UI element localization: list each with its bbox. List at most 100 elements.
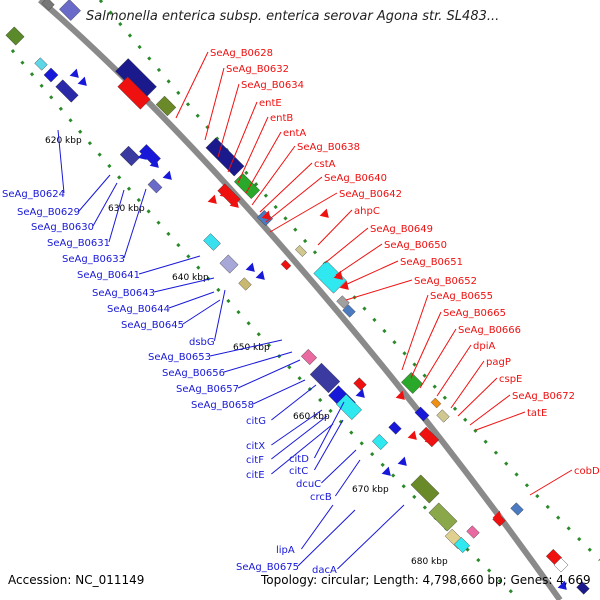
- gene-feature[interactable]: [117, 76, 151, 110]
- gene-arrow[interactable]: [207, 194, 221, 208]
- gene-label[interactable]: SeAg_B0640: [324, 173, 387, 184]
- gene-label[interactable]: citX: [246, 441, 265, 452]
- gene-label[interactable]: SeAg_B0630: [31, 222, 94, 233]
- gene-feature[interactable]: [300, 348, 318, 366]
- gene-label[interactable]: cstA: [314, 159, 336, 170]
- gene-arrow[interactable]: [229, 198, 243, 212]
- gene-feature[interactable]: [353, 377, 367, 391]
- gene-label[interactable]: cobD: [574, 466, 600, 477]
- gene-feature[interactable]: [280, 259, 292, 271]
- gene-arrow[interactable]: [319, 208, 333, 222]
- gene-feature[interactable]: [5, 26, 25, 46]
- gene-label[interactable]: SeAg_B0645: [121, 320, 184, 331]
- gene-feature[interactable]: [414, 406, 430, 422]
- gene-label[interactable]: SeAg_B0653: [148, 352, 211, 363]
- gene-feature[interactable]: [203, 233, 221, 251]
- gene-label[interactable]: SeAg_B0657: [176, 384, 239, 395]
- gene-arrow[interactable]: [162, 170, 176, 184]
- gene-arrow[interactable]: [69, 68, 83, 82]
- gene-arrow[interactable]: [261, 210, 275, 224]
- gene-feature[interactable]: [155, 95, 177, 117]
- gene-label[interactable]: SeAg_B0675: [236, 562, 299, 573]
- gene-feature[interactable]: [371, 433, 389, 451]
- gene-feature[interactable]: [238, 277, 252, 291]
- gene-label[interactable]: entB: [270, 113, 293, 124]
- gene-label[interactable]: dsbG: [189, 337, 215, 348]
- gene-label[interactable]: SeAg_B0651: [400, 257, 463, 268]
- gene-label[interactable]: SeAg_B0632: [226, 64, 289, 75]
- gene-feature[interactable]: [466, 525, 480, 539]
- gene-arrow[interactable]: [255, 270, 269, 284]
- gene-label[interactable]: SeAg_B0629: [17, 207, 80, 218]
- gene-label[interactable]: citF: [246, 455, 264, 466]
- gene-feature[interactable]: [436, 409, 450, 423]
- gene-label[interactable]: citC: [289, 466, 308, 477]
- gene-feature[interactable]: [34, 57, 48, 71]
- gene-feature[interactable]: [342, 304, 356, 318]
- gene-feature[interactable]: [336, 295, 350, 309]
- gene-feature[interactable]: [401, 372, 423, 394]
- gene-label[interactable]: SeAg_B0655: [430, 291, 493, 302]
- gene-label[interactable]: SeAg_B0624: [2, 189, 65, 200]
- gene-label[interactable]: SeAg_B0649: [370, 224, 433, 235]
- gene-label[interactable]: SeAg_B0652: [414, 276, 477, 287]
- gene-label[interactable]: lipA: [276, 545, 295, 556]
- gene-feature[interactable]: [55, 79, 79, 103]
- gene-feature[interactable]: [553, 557, 569, 573]
- gene-feature[interactable]: [219, 254, 239, 274]
- gene-label[interactable]: tatE: [527, 408, 547, 419]
- gene-feature[interactable]: [313, 260, 347, 294]
- gene-label[interactable]: citE: [246, 470, 265, 481]
- gene-arrow[interactable]: [397, 456, 411, 470]
- gene-label[interactable]: SeAg_B0634: [241, 80, 304, 91]
- gene-feature[interactable]: [388, 421, 402, 435]
- gene-label[interactable]: SeAg_B0658: [191, 400, 254, 411]
- gene-arrow[interactable]: [407, 430, 421, 444]
- gene-label[interactable]: dpiA: [473, 341, 495, 352]
- gene-feature[interactable]: [576, 581, 590, 595]
- gene-feature[interactable]: [119, 145, 141, 167]
- gene-label[interactable]: SeAg_B0643: [92, 288, 155, 299]
- gene-feature[interactable]: [59, 0, 81, 21]
- gene-feature[interactable]: [233, 172, 261, 200]
- gene-label[interactable]: entA: [283, 128, 306, 139]
- gene-feature[interactable]: [430, 397, 442, 409]
- gene-label[interactable]: SeAg_B0641: [77, 270, 140, 281]
- gene-arrow[interactable]: [557, 580, 571, 594]
- gene-arrow[interactable]: [395, 390, 409, 404]
- gene-label[interactable]: SeAg_B0650: [384, 240, 447, 251]
- gene-feature[interactable]: [428, 502, 458, 532]
- gene-arrow[interactable]: [219, 188, 233, 202]
- gene-feature[interactable]: [410, 474, 440, 504]
- gene-arrow[interactable]: [339, 280, 353, 294]
- gene-label[interactable]: citD: [289, 454, 309, 465]
- gene-label[interactable]: SeAg_B0628: [210, 48, 273, 59]
- gene-arrow[interactable]: [355, 388, 369, 402]
- gene-feature[interactable]: [205, 137, 245, 177]
- gene-label[interactable]: entE: [259, 98, 282, 109]
- gene-label[interactable]: SeAg_B0665: [443, 308, 506, 319]
- gene-feature[interactable]: [43, 67, 59, 83]
- gene-feature[interactable]: [453, 536, 471, 554]
- gene-feature[interactable]: [295, 245, 307, 257]
- gene-feature[interactable]: [510, 502, 524, 516]
- gene-label[interactable]: pagP: [486, 357, 511, 368]
- gene-label[interactable]: citG: [246, 416, 266, 427]
- gene-arrow[interactable]: [381, 466, 395, 480]
- gene-label[interactable]: SeAg_B0656: [162, 368, 225, 379]
- gene-label[interactable]: cspE: [499, 374, 522, 385]
- gene-label[interactable]: dcuC: [296, 479, 321, 490]
- gene-arrow[interactable]: [333, 270, 347, 284]
- gene-arrow[interactable]: [245, 262, 259, 276]
- gene-feature[interactable]: [41, 0, 55, 11]
- gene-label[interactable]: crcB: [310, 492, 332, 503]
- gene-label[interactable]: SeAg_B0631: [47, 238, 110, 249]
- gene-arrow[interactable]: [149, 158, 163, 172]
- gene-label[interactable]: SeAg_B0642: [339, 189, 402, 200]
- gene-label[interactable]: dacA: [312, 565, 337, 576]
- gene-arrow[interactable]: [77, 76, 91, 90]
- gene-feature[interactable]: [335, 393, 363, 421]
- gene-label[interactable]: SeAg_B0638: [297, 142, 360, 153]
- gene-feature[interactable]: [309, 362, 341, 394]
